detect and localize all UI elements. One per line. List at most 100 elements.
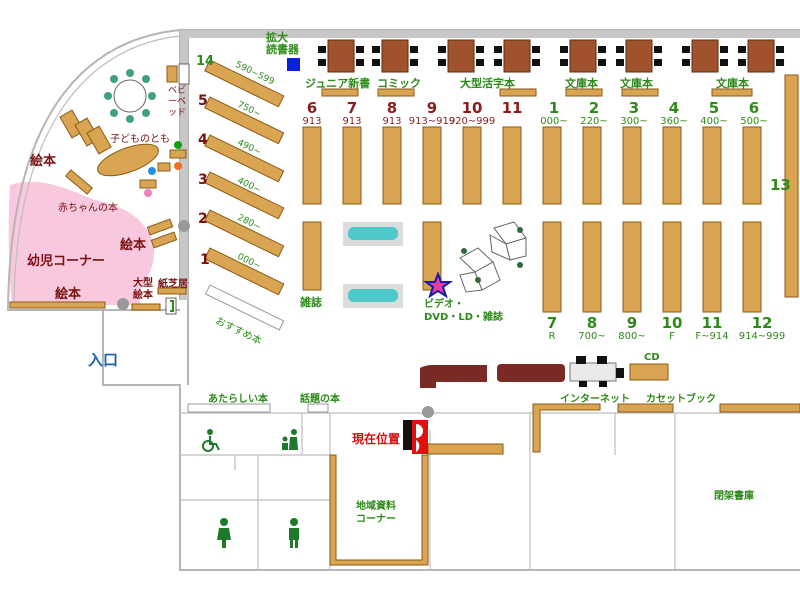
picture-books-label-1: 絵本 [30, 154, 57, 169]
current-location-label: 現在位置 [352, 432, 401, 446]
video-booths [459, 221, 527, 293]
green-shelf-11: 11 F~914 [695, 314, 729, 342]
green-shelf-7: 7 R [546, 314, 558, 342]
wheelchair-icon [202, 429, 220, 452]
shelf-13 [784, 74, 799, 298]
monitor-4 [579, 381, 587, 387]
bunko-label-1: 文庫本 [565, 77, 598, 90]
kids-furniture [59, 63, 190, 315]
red-shelf-11: 11 [501, 99, 523, 117]
red-shelf-8: 8 913 [382, 99, 402, 127]
current-location-side [403, 420, 412, 450]
pillar-center [422, 406, 434, 418]
junior-label: ジュニア新書 [305, 77, 371, 90]
red-shelf-10: 10 920~999 [448, 99, 496, 127]
recommended-label: おすすめ本 [213, 315, 264, 348]
video-label-2: DVD・LD・雑誌 [424, 312, 504, 323]
diagonal-shelves [204, 59, 285, 331]
video-label: ビデオ・ [424, 299, 464, 310]
magazine-shelf [302, 221, 322, 291]
diag-range-1: 000~ [235, 252, 263, 272]
bunko-label-3: 文庫本 [716, 77, 749, 90]
entrance-label: 入口 [88, 351, 119, 369]
diag-shelf-1: 1 [200, 252, 210, 268]
picture-books-label-3: 絵本 [55, 287, 82, 302]
local-materials-counter [329, 454, 429, 566]
internet-counter [532, 403, 601, 453]
red-shelf-7: 7 913 [342, 99, 362, 127]
entrance-counter [9, 301, 106, 309]
cd-label: CD [644, 352, 660, 363]
top-wall-bar [180, 30, 800, 38]
topical-shelf [307, 403, 329, 413]
kodomo-tomo-label: 子どものとも [110, 134, 170, 145]
service-counter [420, 365, 487, 388]
monitor-1 [576, 356, 586, 364]
baby-books-label: 赤ちゃんの本 [58, 203, 118, 214]
magazines-label: 雑誌 [300, 296, 322, 309]
new-books-label: あたらしい本 [208, 394, 268, 405]
diag-shelf-5: 5 [198, 93, 208, 109]
kids-corner-label: 幼児コーナー [27, 254, 106, 269]
top-small-shelves [321, 88, 753, 97]
closed-stacks-shelf [719, 403, 800, 413]
current-location-chair-2 [416, 440, 420, 452]
cd-shelf [629, 363, 669, 381]
comic-label: コミック [377, 77, 421, 90]
inner-curve [13, 35, 181, 306]
green-shelf-12: 12 914~999 [738, 314, 786, 342]
red-vertical-shelves [302, 126, 522, 205]
new-books-shelf [187, 403, 271, 413]
magnifier-label: 拡大 読書器 [266, 31, 299, 56]
green-shelf-8: 8 700~ [578, 314, 606, 342]
bunko-label-2: 文庫本 [620, 77, 653, 90]
diag-shelf-3: 3 [198, 172, 208, 188]
monitor-2 [597, 356, 607, 364]
reading-tables [318, 39, 784, 73]
service-counter-2 [497, 364, 565, 382]
monitor-3 [616, 368, 624, 378]
green-shelf-3: 3 300~ [620, 99, 648, 127]
diag-range-4: 490~ [235, 138, 263, 158]
internet-label: インターネット [560, 394, 630, 405]
diag-shelf-4: 4 [198, 132, 208, 148]
magnifier-device [287, 58, 300, 71]
topical-books-label: 話題の本 [300, 394, 340, 405]
diag-shelf-14: 14 [196, 54, 215, 69]
local-materials-label: 地域資料 コーナー [356, 501, 396, 525]
green-shelf-4: 4 360~ [660, 99, 688, 127]
kamishibai-label: 紙芝居 [158, 279, 188, 290]
baby-bed-label: ベビーベッド [168, 86, 187, 118]
kids-area-floor [8, 181, 155, 305]
picture-books-label-2: 絵本 [120, 238, 147, 253]
pillar-kids [178, 220, 190, 232]
diag-range-3: 400~ [235, 176, 263, 196]
green-shelf-9: 9 800~ [618, 314, 646, 342]
large-picture-books-label: 大型絵本 [133, 278, 153, 301]
video-star-icon [422, 271, 454, 299]
red-shelf-6: 6 913 [302, 99, 322, 127]
red-shelf-9: 9 913~919 [408, 99, 456, 127]
green-shelf-10: 10 F [661, 314, 683, 342]
shelf-13-label: 13 [770, 176, 791, 194]
pillar-left [117, 298, 129, 310]
green-top-vertical-shelves [542, 126, 762, 205]
large-print-label: 大型活字本 [460, 77, 515, 90]
sofas [343, 222, 403, 308]
current-location-chair-1 [416, 424, 423, 438]
left-wall-bar [180, 30, 188, 300]
green-shelf-5: 5 400~ [700, 99, 728, 127]
monitor-5 [599, 381, 607, 387]
cassette-shelf [617, 403, 674, 413]
diag-range-5: 750~ [235, 100, 263, 120]
closed-stacks-label: 閉架書庫 [714, 491, 754, 502]
diag-shelf-2: 2 [198, 211, 208, 227]
baby-care-icon [282, 429, 298, 450]
green-shelf-1: 1 000~ [540, 99, 568, 127]
green-shelf-2: 2 220~ [580, 99, 608, 127]
green-bottom-vertical-shelves [542, 221, 762, 313]
diag-range-2: 280~ [235, 213, 263, 233]
restroom-icons [217, 518, 299, 548]
